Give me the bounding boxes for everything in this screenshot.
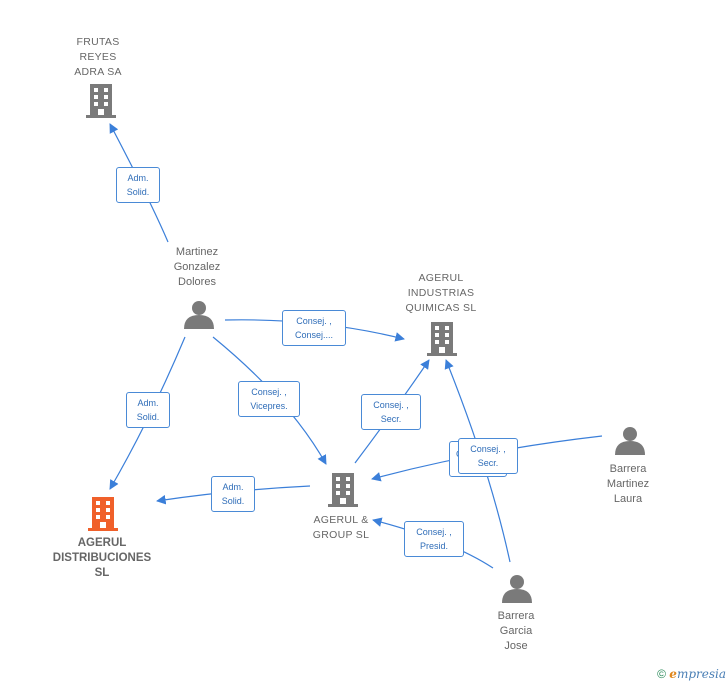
node-label-laura[interactable]: Barrera Martinez Laura xyxy=(606,463,650,505)
node-label-industrias[interactable]: AGERUL INDUSTRIAS QUIMICAS SL xyxy=(405,272,477,314)
edge-label-secr-laura[interactable]: Consej. , Secr. xyxy=(458,438,518,474)
building-icon[interactable] xyxy=(328,473,358,507)
node-label-frutas[interactable]: FRUTAS REYES ADRA SA xyxy=(74,36,122,78)
node-label-distribuciones[interactable]: AGERUL DISTRIBUCIONES SL xyxy=(52,537,152,579)
empresia-logo: © empresia xyxy=(657,667,726,681)
edge-label-secr-group[interactable]: Consej. , Secr. xyxy=(361,394,421,430)
node-label-group[interactable]: AGERUL & GROUP SL xyxy=(312,514,370,541)
edge-label-adm-frutas[interactable]: Adm. Solid. xyxy=(116,167,160,203)
copyright-symbol: © xyxy=(657,667,666,681)
edge-label-vicepres[interactable]: Consej. , Vicepres. xyxy=(238,381,300,417)
building-icon[interactable] xyxy=(86,84,116,118)
node-label-jose[interactable]: Barrera Garcia Jose xyxy=(497,610,535,652)
brand-name: empresia xyxy=(669,667,726,681)
person-icon[interactable] xyxy=(615,427,645,455)
person-icon[interactable] xyxy=(184,301,214,329)
node-label-martinez[interactable]: Martinez Gonzalez Dolores xyxy=(173,246,221,288)
edge-label-adm-distribuciones-martinez[interactable]: Adm. Solid. xyxy=(126,392,170,428)
edge-label-adm-distribuciones-group[interactable]: Adm. Solid. xyxy=(211,476,255,512)
edge-label-presid[interactable]: Consej. , Presid. xyxy=(404,521,464,557)
building-icon-main[interactable] xyxy=(88,497,118,531)
person-icon[interactable] xyxy=(502,575,532,603)
building-icon[interactable] xyxy=(427,322,457,356)
edge-label-consej-industrias[interactable]: Consej. , Consej.... xyxy=(282,310,346,346)
